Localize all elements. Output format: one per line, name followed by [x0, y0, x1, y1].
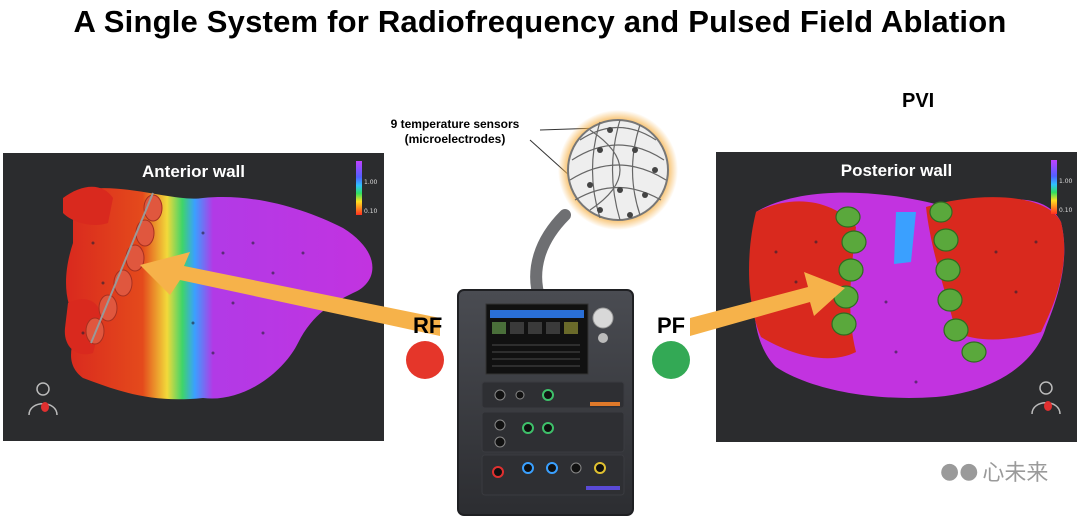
scale-top-left: 1.00: [364, 179, 378, 186]
watermark: ●● 心未来: [940, 455, 1048, 487]
console-knob-small: [598, 333, 608, 343]
rf-arrow: [140, 252, 440, 336]
sensor-annotation-line2: (microelectrodes): [404, 132, 506, 146]
pf-lesion-ring-left: [831, 206, 867, 336]
pf-label: PF: [657, 313, 686, 338]
red-region-left-veins: [749, 201, 856, 359]
watermark-text: 心未来: [982, 461, 1049, 486]
lattice-catheter-tip: [558, 110, 678, 230]
anterior-wall-panel: Anterior wall 1.00 0.10: [3, 153, 384, 441]
ablation-console: [457, 289, 634, 516]
pf-indicator-dot: [652, 341, 690, 379]
rf-label: RF: [413, 313, 443, 338]
tissue-dots-right: [774, 240, 1038, 384]
tissue-dots-left: [81, 231, 305, 355]
console-knob-large: [592, 307, 614, 329]
posterior-wall-panel: Posterior wall 1.00 0.10: [716, 152, 1077, 442]
human-torso-icon: [28, 382, 58, 416]
catheter-shaft: [530, 209, 571, 306]
anterior-wall-map: [28, 186, 373, 416]
scale-bottom-right: 0.10: [1059, 207, 1073, 214]
voltage-scale-bar-left: [356, 161, 362, 215]
pf-arrow: [690, 272, 845, 336]
sensor-annotation: 9 temperature sensors (microelectrodes): [365, 117, 545, 147]
vein-left-upper: [63, 186, 113, 225]
posterior-wall-map: [749, 192, 1065, 415]
anterior-wall-title: Anterior wall: [142, 162, 245, 181]
sensor-annotation-line1: 9 temperature sensors: [390, 117, 520, 131]
rf-indicator-dot: [406, 341, 444, 379]
catheter-line: [90, 192, 154, 344]
scale-bottom-left: 0.10: [364, 208, 378, 215]
pvi-label: PVI: [902, 90, 935, 112]
pf-lesion-ring-right: [929, 201, 987, 363]
wechat-icon: ●●: [940, 458, 979, 484]
voltage-scale-bar-right: [1051, 160, 1057, 214]
posterior-wall-title: Posterior wall: [840, 161, 953, 180]
human-torso-icon: [1031, 381, 1061, 415]
blue-border: [894, 212, 916, 264]
scale-top-right: 1.00: [1059, 178, 1073, 185]
page-title: A Single System for Radiofrequency and P…: [73, 4, 1007, 39]
